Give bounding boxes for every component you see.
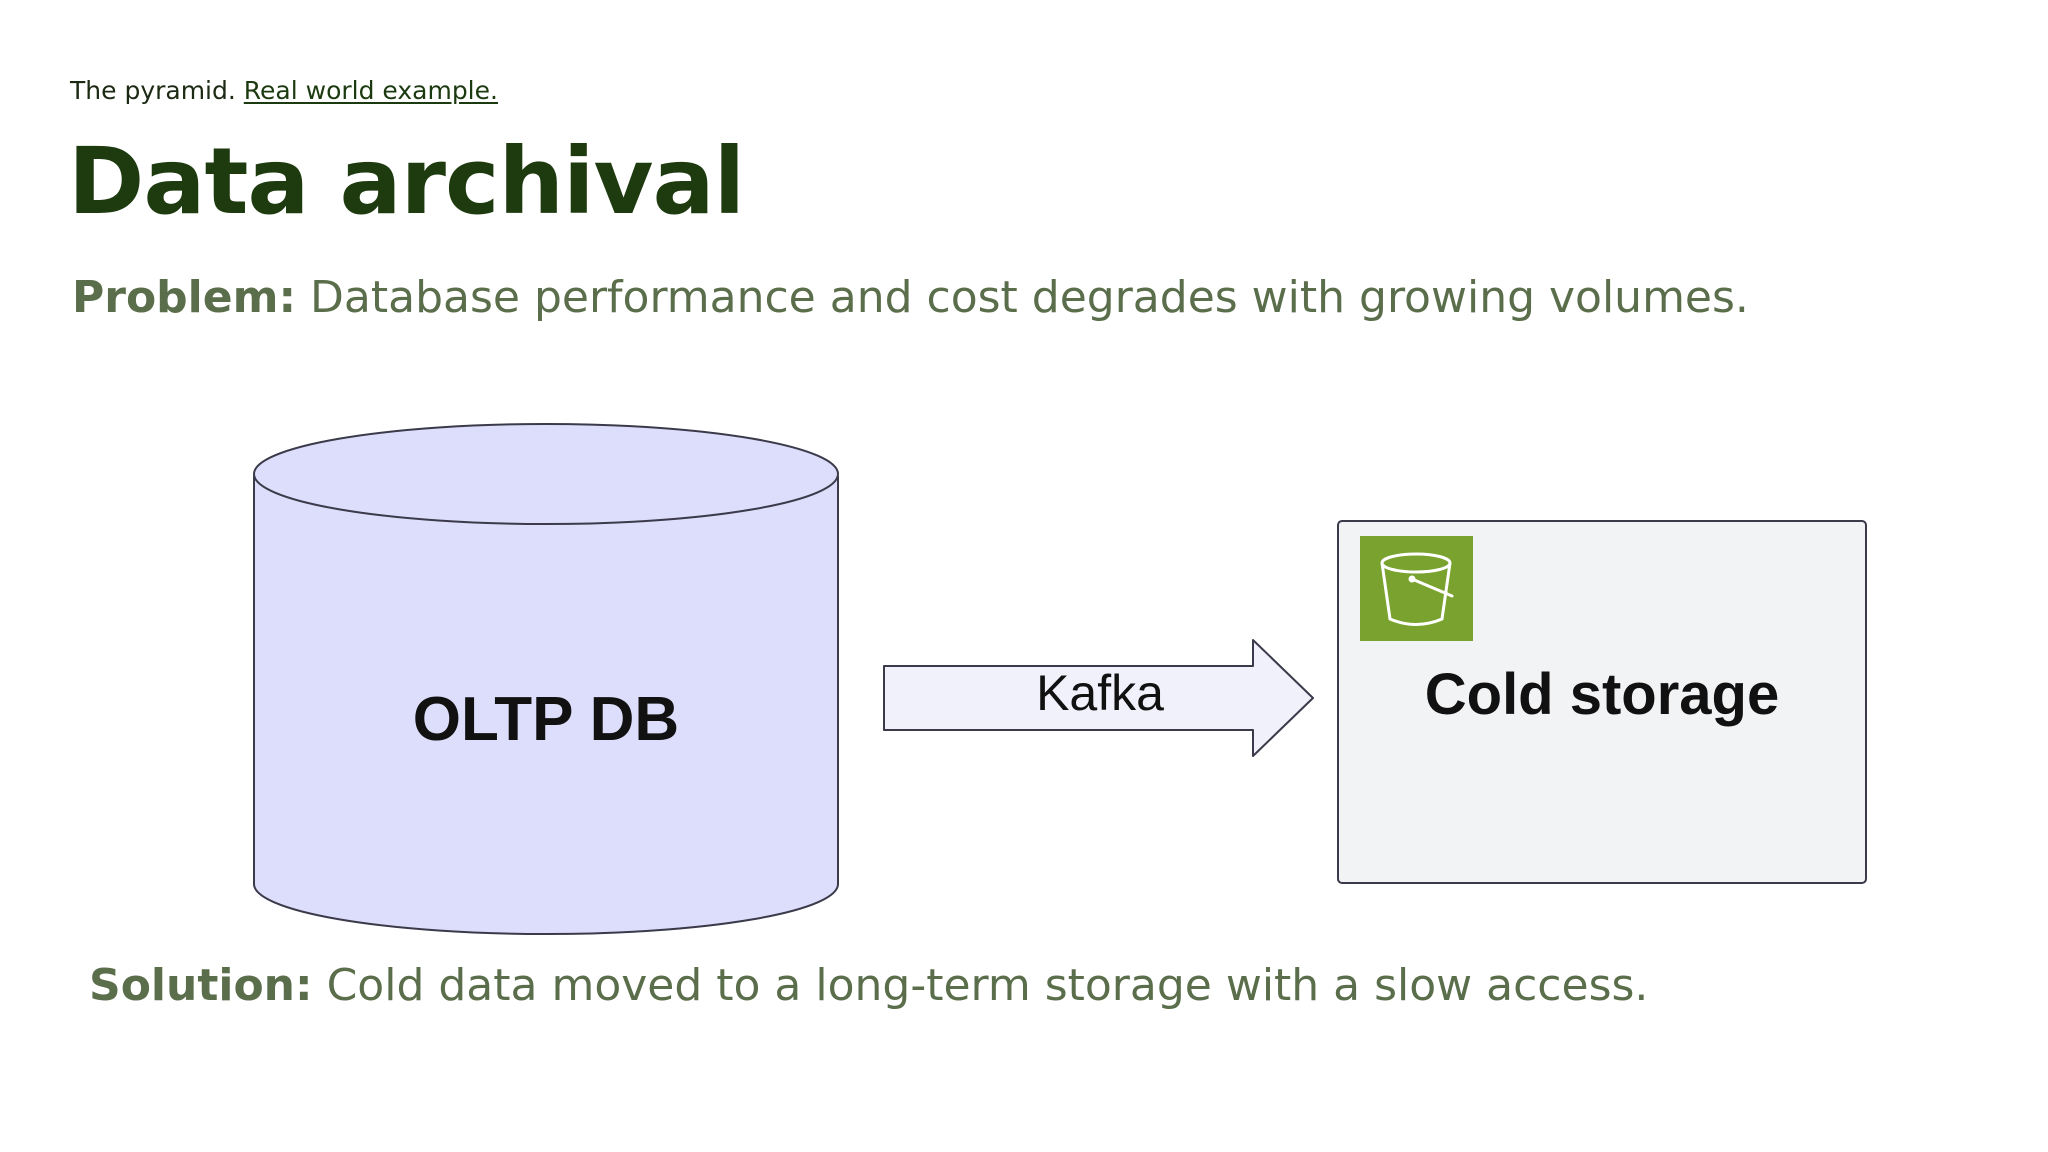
solution-label: Solution: — [89, 960, 313, 1011]
kafka-label: Kafka — [1036, 665, 1164, 721]
solution-text: Cold data moved to a long-term storage w… — [312, 960, 1649, 1011]
page-title: Data archival — [68, 128, 745, 235]
real-world-example-link[interactable]: Real world example. — [243, 76, 498, 105]
cold-storage-box: Cold storage — [1337, 520, 1867, 884]
bucket-icon — [1360, 536, 1473, 641]
problem-label: Problem: — [72, 272, 297, 323]
oltp-db-label: OLTP DB — [413, 685, 679, 754]
kafka-arrow: Kafka — [883, 639, 1314, 757]
breadcrumb-text: The pyramid. — [70, 76, 236, 105]
cold-storage-label: Cold storage — [1425, 662, 1780, 727]
problem-text: Database performance and cost degrades w… — [296, 272, 1749, 323]
solution-statement: Solution: Cold data moved to a long-term… — [89, 960, 1648, 1011]
problem-statement: Problem: Database performance and cost d… — [72, 272, 1749, 323]
breadcrumb: The pyramid. Real world example. — [70, 76, 498, 105]
oltp-db-cylinder: OLTP DB — [253, 423, 839, 935]
